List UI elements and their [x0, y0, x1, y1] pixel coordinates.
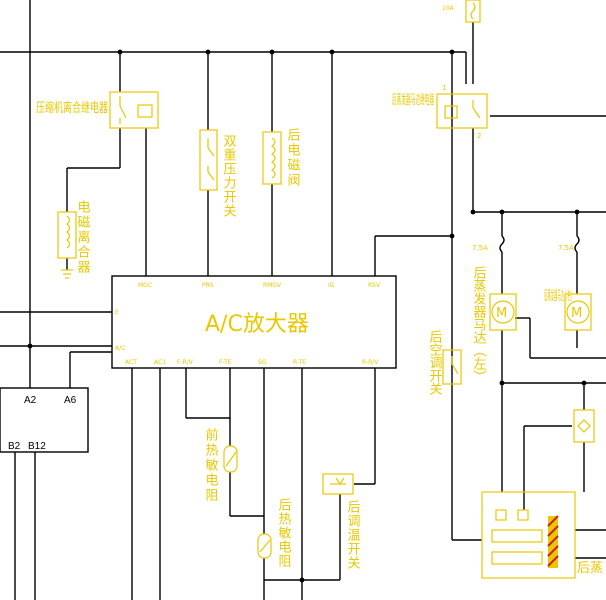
- pin-sg: SG: [258, 359, 267, 366]
- rear-temp-switch: [322, 473, 354, 495]
- dual-pressure-switch-label: 双重压力开关: [221, 134, 237, 218]
- pin-ig: IG: [328, 282, 335, 289]
- top-fuse: 10A: [442, 0, 481, 23]
- unit-pin-b2: B2: [8, 441, 21, 452]
- ac-amplifier: A/C放大器 MGC PRS RMGV IG RSV E A/C ACT AC1…: [111, 275, 397, 369]
- junctions: [27, 49, 587, 583]
- rear-solenoid-label: 后电磁阀: [285, 128, 301, 188]
- pin-ac1: AC1: [154, 359, 166, 366]
- fuses: 7.5A 7.5A: [472, 235, 580, 253]
- pin-frv: F-R/V: [177, 359, 194, 366]
- magnetic-clutch: [57, 211, 77, 279]
- pin-rrv: R-R/V: [362, 359, 379, 366]
- rear-evap-unit: [481, 491, 576, 579]
- top-fuse-rating: 10A: [442, 5, 455, 12]
- rear-thermistor-label: 后热敏电阻: [276, 498, 292, 568]
- motor-left-symbol: M: [496, 306, 507, 321]
- right-switch: [573, 409, 595, 443]
- labels: 电磁离合器 双重压力开关 后电磁阀 后蒸发器马达继电器 后蒸发器马达（左） 后蒸…: [75, 92, 604, 576]
- amplifier-title: A/C放大器: [205, 312, 309, 337]
- rear-ac-switch-label: 后空调开关: [427, 330, 443, 395]
- compressor-relay-label: 压缩机离合继电器: [36, 100, 108, 116]
- pin-prs: PRS: [202, 282, 214, 289]
- rear-evap-relay: 1 2: [436, 84, 488, 140]
- rear-thermistor: [257, 533, 272, 559]
- rear-motor-right-label: 后蒸发器马达（右）: [544, 288, 574, 304]
- rear-edge-label: 后蒸: [577, 561, 603, 576]
- dual-pressure-switch: [199, 129, 218, 191]
- pin-e: E: [115, 309, 119, 316]
- motor-right-symbol: M: [571, 306, 582, 321]
- relay-pin-2: 2: [477, 132, 481, 140]
- rear-motor-left-label: 后蒸发器马达（左）: [471, 266, 487, 383]
- pin-fte: F-TE: [219, 359, 232, 366]
- unit-pin-a2: A2: [24, 395, 37, 406]
- pin-rsv: RSV: [368, 282, 381, 289]
- unit-pin-a6: A6: [64, 395, 77, 406]
- rear-evap-relay-label: 后蒸发器马达继电器: [392, 92, 434, 108]
- compressor-relay: 压缩机离合继电器: [36, 91, 159, 129]
- pin-mgc: MGC: [138, 282, 152, 289]
- control-unit: B2 B12 A2 A6: [0, 387, 89, 453]
- rear-ac-switch: [442, 349, 462, 385]
- fuse-right-rating: 7.5A: [558, 244, 574, 252]
- relay-pin-1: 1: [442, 84, 446, 92]
- pin-rmgv: RMGV: [263, 282, 282, 289]
- clutch-label: 电磁离合器: [75, 200, 91, 275]
- front-thermistor-label: 前热敏电阻: [203, 427, 219, 503]
- pin-ac: A/C: [115, 345, 125, 352]
- front-thermistor: [223, 445, 238, 473]
- rear-temp-switch-label: 后调温开关: [345, 500, 361, 570]
- fuse-left-rating: 7.5A: [472, 244, 488, 252]
- pin-act: ACT: [125, 359, 137, 366]
- rear-solenoid-valve: [262, 131, 282, 185]
- pin-rte: R-TE: [293, 359, 306, 366]
- unit-pin-b12: B12: [28, 441, 46, 452]
- rear-evap-motors: M M: [489, 293, 592, 331]
